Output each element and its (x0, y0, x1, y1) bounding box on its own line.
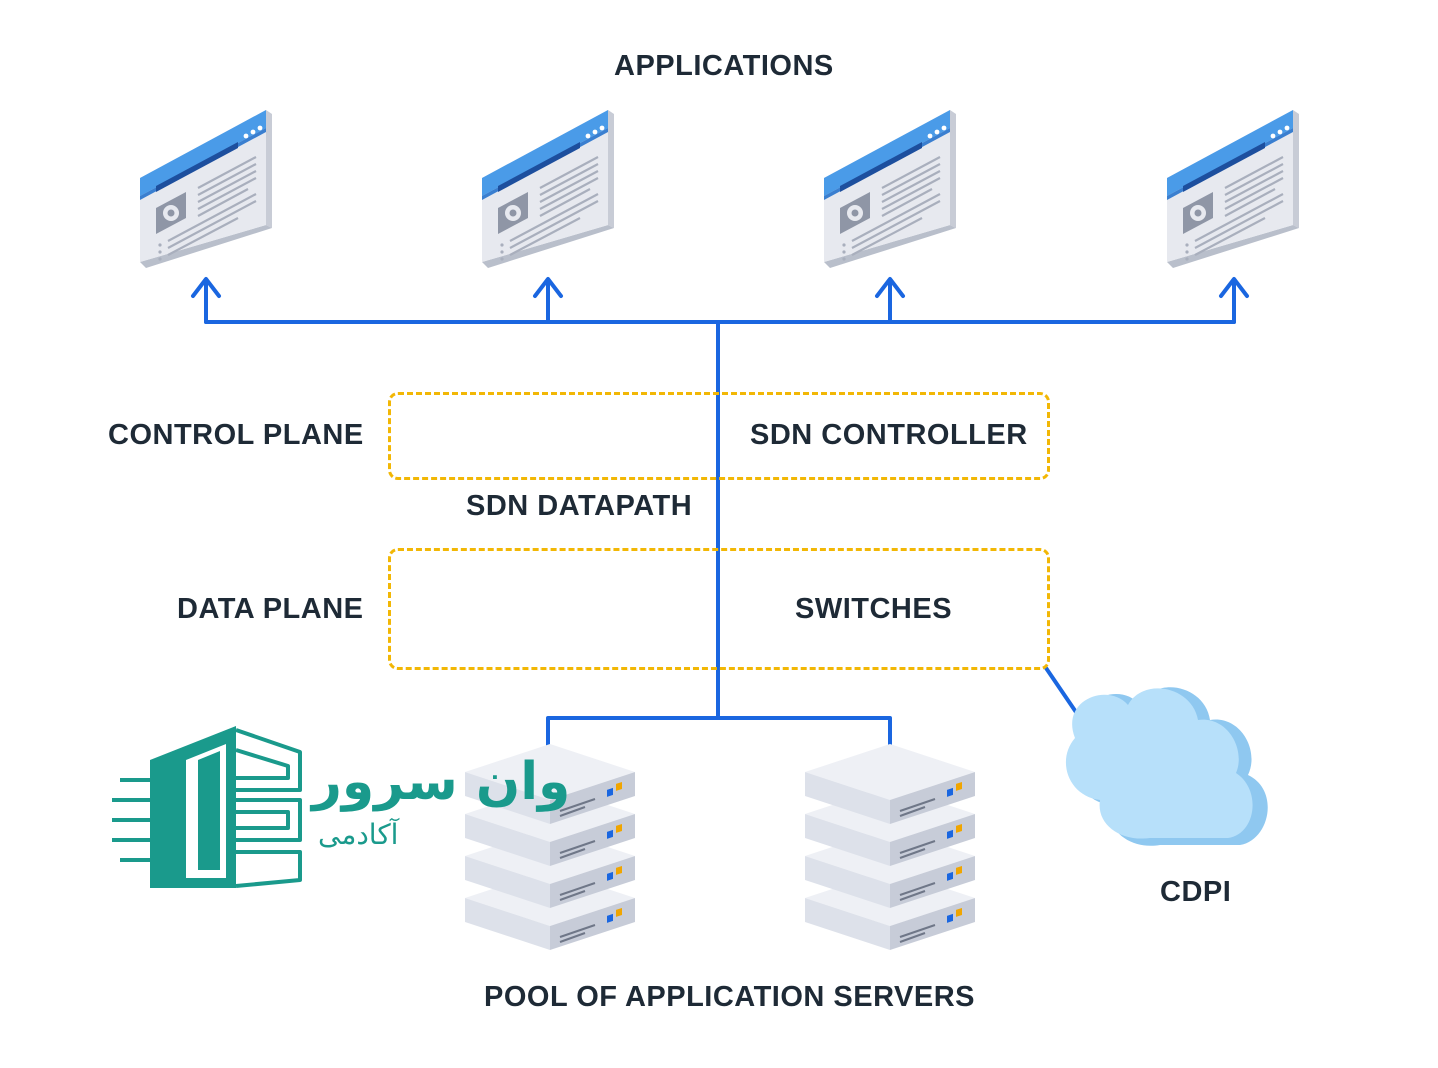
switches-label: SWITCHES (795, 593, 953, 625)
data-plane-box (388, 548, 1050, 670)
logo-mark-icon (112, 726, 302, 888)
application-4 (1165, 108, 1301, 270)
connector-lines (191, 277, 1249, 747)
server-rack-icon-right (805, 744, 975, 950)
data-plane-label: DATA PLANE (177, 593, 364, 625)
application-1 (138, 108, 274, 270)
logo-sub-text: آکادمی (318, 818, 399, 851)
pool-of-application-servers-label: POOL OF APPLICATION SERVERS (484, 981, 975, 1013)
control-plane-label: CONTROL PLANE (108, 419, 364, 451)
cloud-icon (1065, 687, 1268, 846)
control-plane-box (388, 392, 1050, 480)
application-3 (822, 108, 958, 270)
logo-main-text: وان سرور (312, 752, 571, 812)
cdpi-label: CDPI (1160, 876, 1232, 908)
application-2 (480, 108, 616, 270)
applications-label: APPLICATIONS (614, 50, 834, 82)
sdn-datapath-label: SDN DATAPATH (466, 490, 693, 522)
sdn-controller-label: SDN CONTROLLER (750, 419, 1028, 451)
